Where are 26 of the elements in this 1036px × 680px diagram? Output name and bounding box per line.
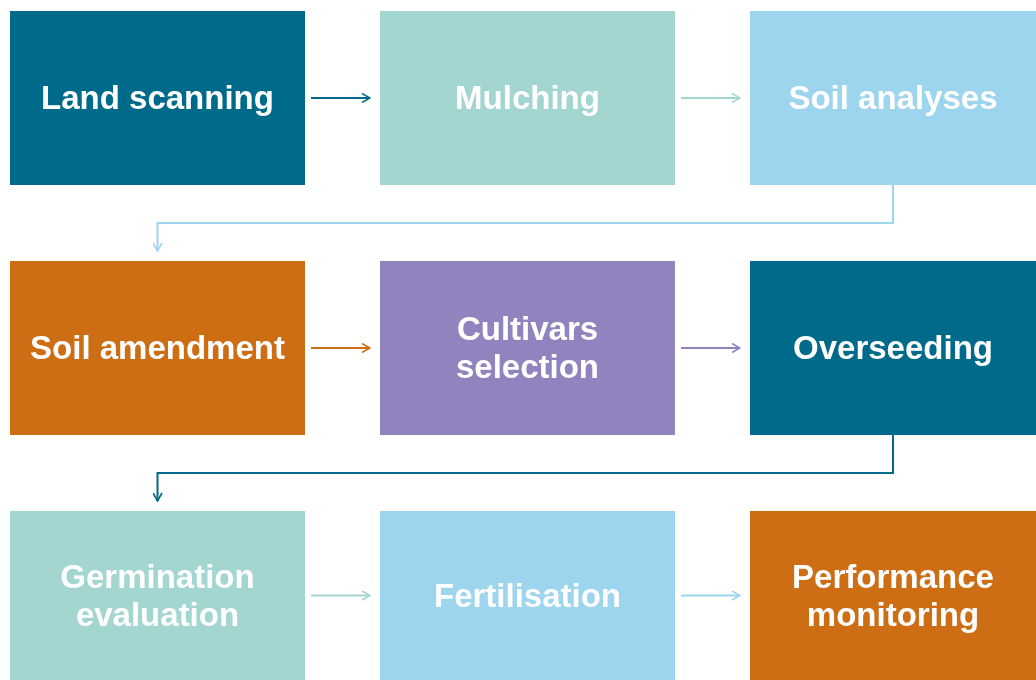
process-box (750, 11, 1036, 185)
arrow (152, 434, 894, 502)
step-label: Germination evaluation (59, 557, 256, 634)
process-box (10, 11, 305, 185)
step-label: Cultivars selection (454, 310, 601, 386)
arrow (152, 184, 894, 252)
step-label: Fertilisation (434, 576, 621, 615)
arrow (680, 342, 741, 354)
process-box (750, 511, 1036, 680)
arrow (310, 342, 371, 354)
arrow (680, 92, 741, 104)
step-label: Land scanning (41, 79, 274, 117)
step-label: Soil amendment (30, 329, 285, 367)
step-label: Performance monitoring (791, 557, 995, 634)
process-box (10, 261, 305, 435)
process-box (380, 511, 675, 680)
process-box (380, 11, 675, 185)
step-label: Overseeding (793, 329, 993, 367)
process-box (750, 261, 1036, 435)
arrow (310, 590, 371, 601)
arrow (310, 92, 371, 104)
arrow (680, 590, 741, 601)
step-label: Soil analyses (788, 79, 998, 117)
step-label: Mulching (455, 79, 600, 117)
process-box (380, 261, 675, 435)
process-box (10, 511, 305, 680)
